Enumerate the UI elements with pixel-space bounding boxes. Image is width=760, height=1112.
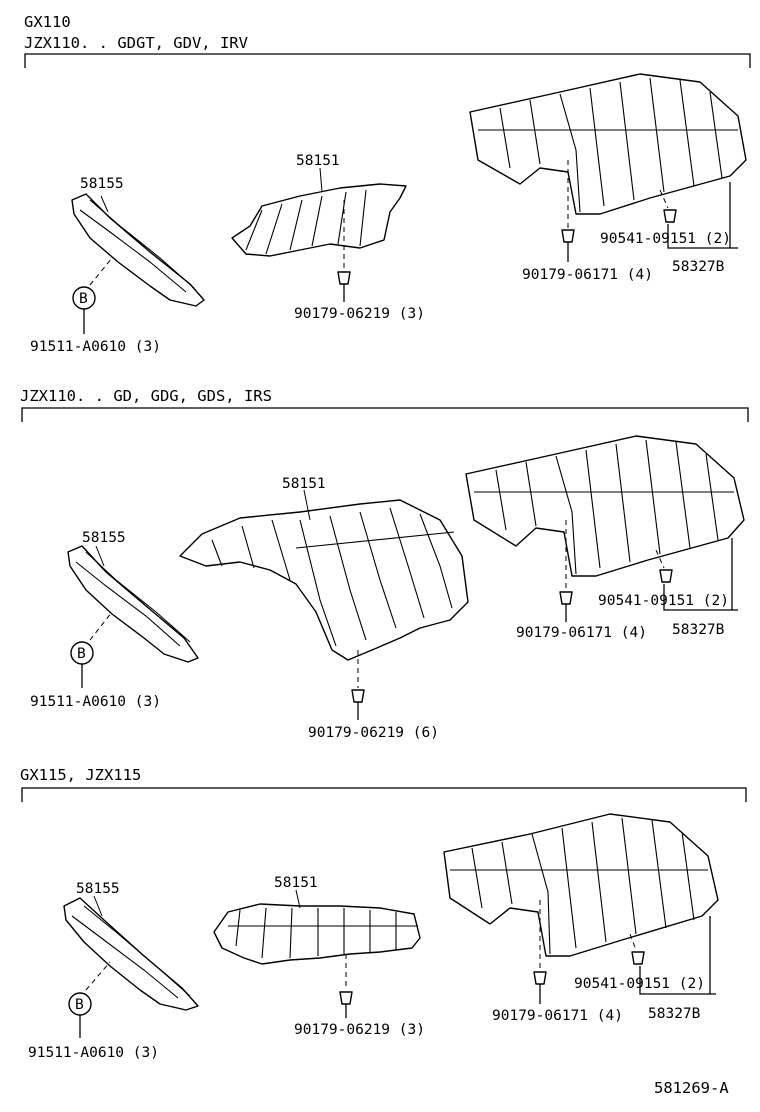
section-3-label-bolt: 91511-A0610 (3): [28, 1045, 159, 1061]
section-3-rear-nut-icon: [533, 971, 547, 985]
section-1-label-rear-assy: 58327B: [672, 259, 725, 275]
pipe-shield-58155: [67, 545, 199, 663]
diagram-code: 581269-A: [654, 1079, 729, 1097]
center-shield-58151: [231, 183, 407, 257]
section-1: GX110 JZX110. . GDGT, GDV, IRV 58155 B 9…: [24, 13, 751, 355]
rear-shield-58327b: [469, 73, 747, 215]
center-shield-58151: [179, 499, 469, 661]
section-2-label-rear-assy: 58327B: [672, 622, 725, 638]
section-1-label-rear-bolt: 90541-09151 (2): [600, 231, 731, 247]
section-1-label-bolt: 91511-A0610 (3): [30, 339, 161, 355]
section-3-center-nut-icon: [339, 991, 353, 1005]
section-1-label-center-shield: 58151: [296, 153, 340, 169]
section-3-b-marker-label: B: [75, 997, 84, 1013]
section-2-label-center-nut: 90179-06219 (6): [308, 725, 439, 741]
section-2-rear-nut-icon: [559, 591, 573, 605]
section-2-rear-bracket: [663, 538, 738, 611]
section-2-label-rear-nut: 90179-06171 (4): [516, 625, 647, 641]
section-3-bracket: [21, 787, 747, 802]
section-1-center-nut-icon: [337, 271, 351, 285]
section-2-b-marker-label: B: [77, 646, 86, 662]
section-3-rear-bracket: [639, 916, 716, 995]
section-3-label-center-shield: 58151: [274, 875, 318, 891]
section-1-title-line-2: JZX110. . GDGT, GDV, IRV: [24, 34, 248, 52]
section-2: JZX110. . GD, GDG, GDS, IRS 58155 B 9151…: [20, 387, 749, 741]
pipe-shield-58155: [71, 193, 205, 307]
center-shield-58151: [213, 903, 421, 965]
section-1-title-line-1: GX110: [24, 13, 71, 31]
section-3: GX115, JZX115 58155 B 91511-A0610 (3): [20, 766, 747, 1061]
section-1-label-pipe-shield: 58155: [80, 176, 124, 192]
section-3-label-rear-nut: 90179-06171 (4): [492, 1008, 623, 1024]
section-2-label-pipe-shield: 58155: [82, 530, 126, 546]
rear-shield-58327b: [465, 435, 745, 577]
section-1-b-marker-label: B: [79, 291, 88, 307]
section-3-rear-bolt-icon: [631, 951, 645, 965]
section-1-bracket: [24, 53, 751, 68]
section-2-label-bolt: 91511-A0610 (3): [30, 694, 161, 710]
section-3-label-center-nut: 90179-06219 (3): [294, 1022, 425, 1038]
section-3-label-pipe-shield: 58155: [76, 881, 120, 897]
section-2-bracket: [21, 407, 749, 422]
rear-shield-58327b: [443, 813, 719, 957]
section-1-rear-nut-icon: [561, 229, 575, 243]
pipe-shield-58155: [63, 897, 199, 1011]
section-1-label-rear-nut: 90179-06171 (4): [522, 267, 653, 283]
section-2-title-line-1: JZX110. . GD, GDG, GDS, IRS: [20, 387, 272, 405]
section-3-label-rear-assy: 58327B: [648, 1006, 701, 1022]
section-1-rear-bracket: [667, 182, 738, 249]
section-2-center-nut-icon: [351, 689, 365, 703]
section-2-rear-bolt-icon: [659, 569, 673, 583]
section-3-title-line-1: GX115, JZX115: [20, 766, 141, 784]
section-1-rear-bolt-icon: [663, 209, 677, 223]
section-2-label-center-shield: 58151: [282, 476, 326, 492]
section-1-label-center-nut: 90179-06219 (3): [294, 306, 425, 322]
